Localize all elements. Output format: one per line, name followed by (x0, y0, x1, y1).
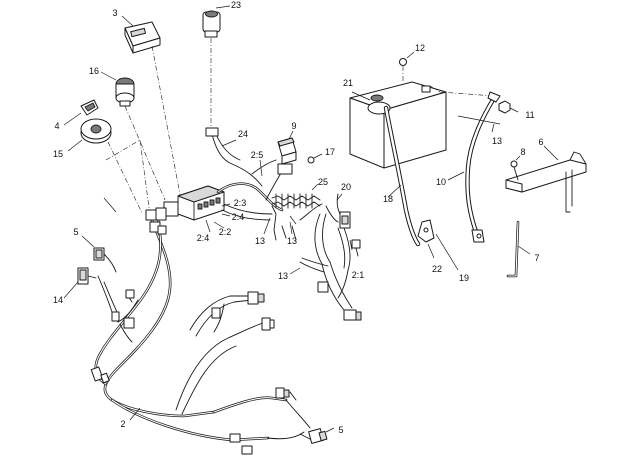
callout-22: 22 (431, 264, 443, 274)
callout-2-4-left: 2:4 (196, 233, 210, 243)
callout-16: 16 (88, 66, 100, 76)
callout-13-b: 13 (286, 236, 298, 246)
bolt-12 (399, 51, 415, 66)
battery-cable-18 (383, 105, 421, 247)
callout-11: 11 (525, 110, 535, 120)
j-bolt-7 (506, 220, 531, 278)
callout-21: 21 (342, 78, 354, 88)
terminal-dash (429, 85, 495, 97)
callout-5-lower: 5 (338, 425, 344, 435)
relay-icon (277, 130, 297, 175)
connector-5-upper (81, 235, 117, 273)
fuse-holder (271, 183, 321, 209)
callout-14: 14 (52, 295, 64, 305)
key-icon (63, 99, 99, 126)
callout-24: 24 (237, 129, 249, 139)
callout-2-5: 2:5 (250, 150, 264, 160)
callout-3: 3 (112, 8, 118, 18)
fuse-block-icon (145, 185, 225, 235)
hour-meter-icon (121, 15, 161, 54)
callout-19: 19 (458, 273, 470, 283)
ignition-dash-b (105, 139, 151, 216)
terminal-22 (417, 219, 435, 259)
callout-7: 7 (534, 253, 540, 263)
ignition-dash-a (107, 141, 143, 214)
callout-2-2: 2:2 (218, 227, 232, 237)
connector-5-lower (308, 427, 335, 444)
callout-4: 4 (54, 121, 60, 131)
upper-harness-branch (205, 127, 323, 241)
callout-13-d: 13 (491, 136, 503, 146)
hold-down-bracket (505, 145, 587, 213)
callout-2-4-right: 2:4 (231, 212, 245, 222)
battery-icon (349, 81, 447, 169)
harness-connectors (90, 289, 290, 455)
callout-15: 15 (52, 149, 64, 159)
key-switch-icon (100, 71, 135, 107)
power-socket-icon (202, 5, 231, 38)
branch-2-1 (299, 213, 362, 321)
callout-13-a: 13 (254, 236, 266, 246)
ignition-switch-icon (67, 118, 112, 152)
callout-18: 18 (382, 194, 394, 204)
callout-8: 8 (520, 147, 526, 157)
connector-20 (325, 193, 351, 229)
connector-14 (63, 267, 97, 299)
callout-5-upper: 5 (73, 227, 79, 237)
screw-8 (510, 155, 521, 181)
callout-17: 17 (324, 147, 336, 157)
battery-cable-10 (447, 91, 501, 243)
nut-11 (498, 100, 519, 114)
key-switch-dash (124, 105, 166, 201)
leader-13-battery (457, 115, 501, 125)
callout-12: 12 (414, 43, 426, 53)
callout-20: 20 (340, 182, 352, 192)
callout-6: 6 (538, 137, 544, 147)
callout-10: 10 (435, 177, 447, 187)
leader-lines (103, 139, 353, 421)
callout-23: 23 (230, 0, 242, 10)
callout-2: 2 (120, 419, 126, 429)
callout-25: 25 (317, 177, 329, 187)
callout-2-1: 2:1 (351, 270, 365, 280)
callout-9: 9 (291, 121, 297, 131)
leader-19 (435, 233, 459, 271)
screw-icon (307, 153, 323, 164)
leader-13-battery-b (491, 123, 495, 133)
hour-meter-dash (151, 45, 183, 206)
callout-13-c: 13 (277, 271, 289, 281)
callout-2-3: 2:3 (233, 198, 247, 208)
